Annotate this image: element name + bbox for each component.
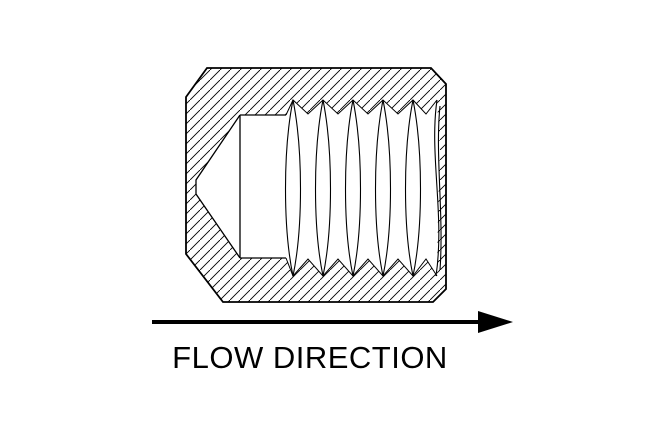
thread-turn: [404, 99, 422, 277]
thread-crest-bottom: [285, 257, 438, 277]
threaded-fitting-body: [185, 67, 447, 303]
cone-seat-outline: [195, 114, 241, 259]
thread-turn: [284, 99, 302, 277]
thread-turn: [344, 99, 362, 277]
flow-direction-label: FLOW DIRECTION: [172, 340, 448, 375]
internal-thread-lines: [284, 99, 442, 277]
flow-direction-arrow: [152, 311, 513, 333]
thread-turn-partial: [434, 99, 440, 277]
thread-turn: [314, 99, 332, 277]
thread-turn-partial: [437, 105, 442, 271]
arrow-head: [478, 311, 513, 333]
bore-cutout: [196, 100, 440, 276]
thread-crest-top: [285, 99, 438, 116]
thread-turn: [374, 99, 392, 277]
